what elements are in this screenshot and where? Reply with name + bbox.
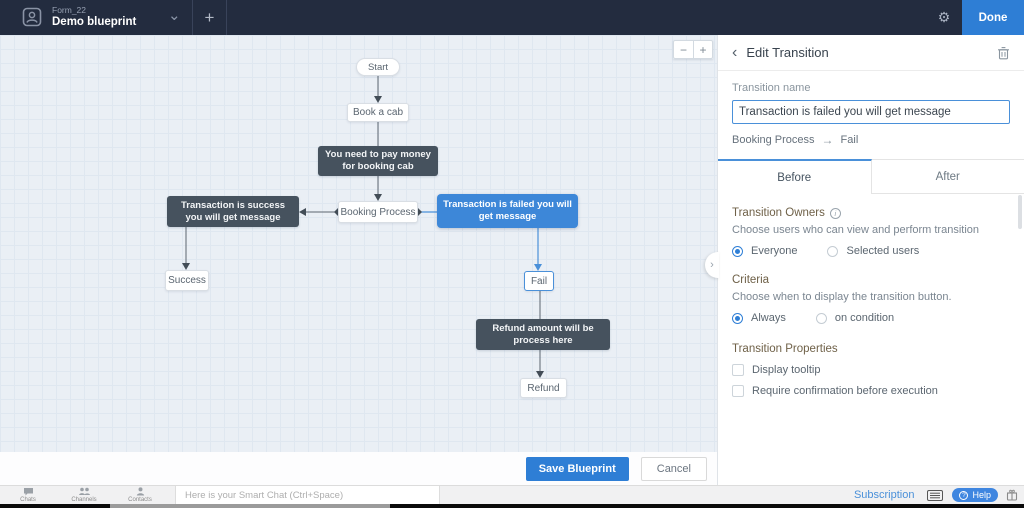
transition-name-input[interactable]: [732, 100, 1010, 124]
criteria-description: Choose when to display the transition bu…: [732, 291, 952, 303]
panel-scrollbar[interactable]: [1018, 195, 1022, 229]
subscription-link[interactable]: Subscription: [853, 489, 915, 501]
flow-node-fail[interactable]: Fail: [524, 271, 554, 291]
info-icon[interactable]: i: [829, 207, 841, 219]
criteria-heading: Criteria: [732, 274, 770, 286]
person-icon: [136, 487, 144, 496]
radio-selected-users-control[interactable]: [827, 245, 839, 257]
zoom-in-button[interactable]: +: [693, 40, 713, 59]
add-blueprint-button[interactable]: +: [193, 0, 227, 35]
radio-always[interactable]: Always: [732, 312, 786, 324]
checkbox-require-confirmation[interactable]: Require confirmation before execution: [732, 385, 1010, 397]
channels-button[interactable]: Channels: [56, 486, 112, 505]
transition-properties-section: Transition Properties Display tooltip Re…: [732, 343, 1010, 397]
flow-transition-pay-money[interactable]: You need to pay money for booking cab: [318, 146, 438, 176]
people-group-icon: [78, 487, 90, 495]
panel-title: Edit Transition: [746, 45, 829, 60]
os-taskbar-strip: [0, 504, 1024, 508]
question-mark-icon: ?: [959, 490, 969, 500]
edit-transition-panel: › ‹ Edit Transition Transition name Book…: [705, 35, 1024, 485]
blueprint-tab[interactable]: Form_22 Demo blueprint ⌄: [0, 0, 193, 35]
owners-heading: Transition Owners: [732, 207, 825, 219]
flow-transition-refund-message[interactable]: Refund amount will be process here: [476, 319, 610, 350]
help-button[interactable]: ? Help: [952, 488, 998, 502]
canvas-footer: Save Blueprint Cancel: [0, 452, 717, 485]
path-from: Booking Process: [732, 134, 815, 146]
transition-name-label: Transition name: [732, 82, 811, 94]
save-blueprint-button[interactable]: Save Blueprint: [525, 456, 629, 481]
done-button[interactable]: Done: [962, 0, 1024, 35]
radio-on-condition[interactable]: on condition: [815, 312, 894, 324]
checkbox-display-tooltip-control[interactable]: [732, 364, 744, 376]
panel-sections: Transition Owners i Choose users who can…: [718, 194, 1024, 397]
cancel-button[interactable]: Cancel: [640, 456, 707, 481]
form-icon: [22, 7, 42, 27]
arrow-right-icon: →: [821, 133, 834, 147]
form-name: Form_22: [52, 5, 87, 15]
chevron-down-icon[interactable]: ⌄: [168, 7, 181, 24]
radio-always-control[interactable]: [732, 312, 743, 324]
radio-everyone[interactable]: Everyone: [732, 245, 797, 257]
radio-everyone-control[interactable]: [732, 245, 743, 257]
chats-button[interactable]: Chats: [0, 486, 56, 505]
flow-node-refund[interactable]: Refund: [520, 378, 567, 398]
gift-icon[interactable]: [1006, 489, 1018, 501]
zoom-out-button[interactable]: −: [673, 40, 693, 59]
blueprint-name: Demo blueprint: [52, 16, 137, 28]
tab-before[interactable]: Before: [718, 159, 872, 194]
back-icon[interactable]: ‹: [732, 43, 738, 61]
app-header: Form_22 Demo blueprint ⌄ + ⚙ Done: [0, 0, 1024, 35]
contacts-button[interactable]: Contacts: [112, 486, 168, 505]
flow-node-start[interactable]: Start: [356, 58, 400, 76]
transition-path: Booking Process → Fail: [732, 133, 1010, 147]
smart-chat-input[interactable]: [175, 485, 440, 505]
flow-node-success[interactable]: Success: [165, 270, 209, 291]
path-to: Fail: [840, 134, 859, 146]
radio-on-condition-control[interactable]: [815, 312, 827, 324]
zoom-controls: − +: [673, 40, 713, 59]
checkbox-display-tooltip[interactable]: Display tooltip: [732, 364, 1010, 376]
smart-chat-bar: Chats Channels Contacts Subscription ? H…: [0, 485, 1024, 505]
flow-transition-failed-message-selected[interactable]: Transaction is failed you will get messa…: [437, 194, 578, 228]
settings-gear-icon[interactable]: ⚙: [937, 9, 951, 25]
criteria-section: Criteria Choose when to display the tran…: [732, 274, 1010, 324]
transition-owners-section: Transition Owners i Choose users who can…: [732, 207, 1010, 257]
flow-connectors: [182, 76, 544, 378]
owners-description: Choose users who can view and perform tr…: [732, 224, 980, 236]
keyboard-shortcuts-icon[interactable]: [927, 489, 944, 501]
checkbox-require-confirmation-control[interactable]: [732, 385, 744, 397]
tab-after[interactable]: After: [871, 159, 1024, 194]
flow-node-book-a-cab[interactable]: Book a cab: [347, 103, 409, 122]
panel-tabs: Before After: [718, 159, 1024, 194]
chat-bubble-icon: [23, 488, 33, 496]
os-taskbar-segment: [110, 504, 390, 508]
panel-collapse-handle[interactable]: ›: [705, 252, 719, 278]
flow-node-booking-process[interactable]: Booking Process: [338, 201, 418, 223]
radio-selected-users[interactable]: Selected users: [827, 245, 919, 257]
trash-icon[interactable]: [997, 46, 1010, 60]
panel-body: Transition name Booking Process → Fail: [718, 71, 1024, 147]
panel-header: ‹ Edit Transition: [718, 35, 1024, 71]
properties-heading: Transition Properties: [732, 343, 838, 355]
blueprint-canvas[interactable]: Start Book a cab You need to pay money f…: [0, 35, 717, 452]
flow-transition-success-message[interactable]: Transaction is success you will get mess…: [167, 196, 299, 227]
